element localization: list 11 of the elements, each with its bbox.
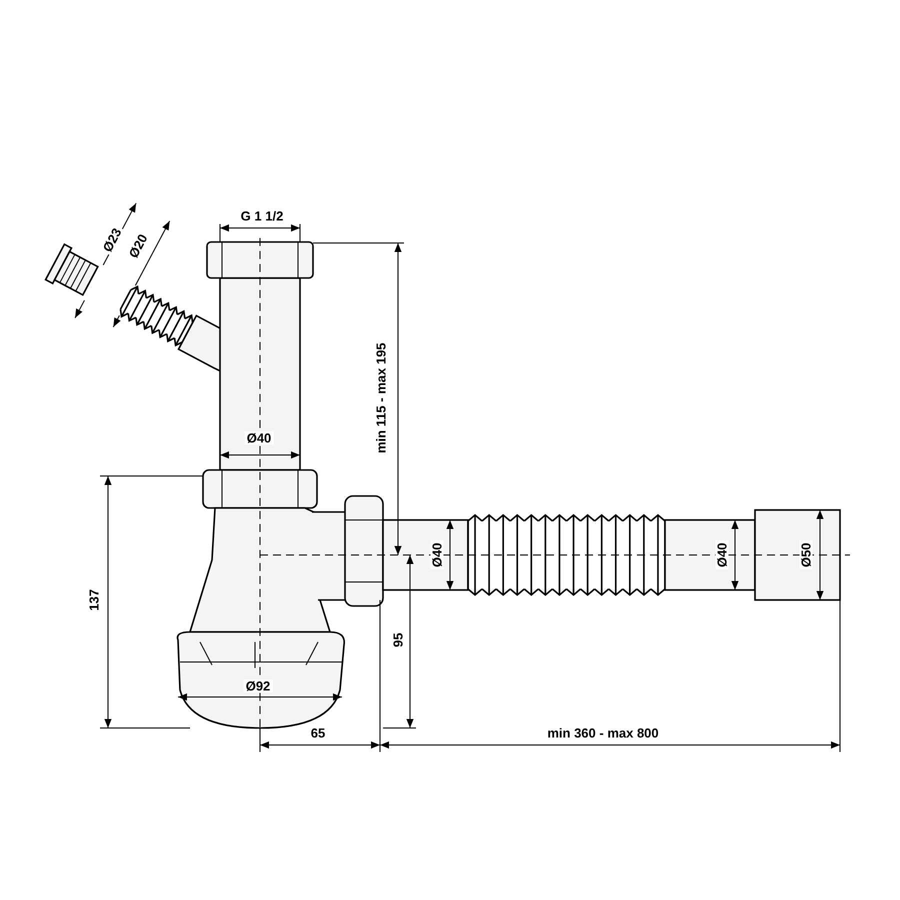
dimension-label: G 1 1/2 [238,210,286,222]
dimension-label: min 115 - max 195 [374,340,388,456]
dimension-label: Ø40 [244,432,274,444]
dimension-label: Ø50 [800,540,812,570]
dimension-label: min 360 - max 800 [545,726,661,740]
dimension-label: Ø40 [716,540,728,570]
dimension-label: 65 [308,726,328,740]
dimension-label: 137 [88,587,100,613]
dimension-label: 95 [392,630,404,650]
dimension-label: Ø40 [430,540,444,570]
dimension-label: Ø92 [244,680,272,692]
